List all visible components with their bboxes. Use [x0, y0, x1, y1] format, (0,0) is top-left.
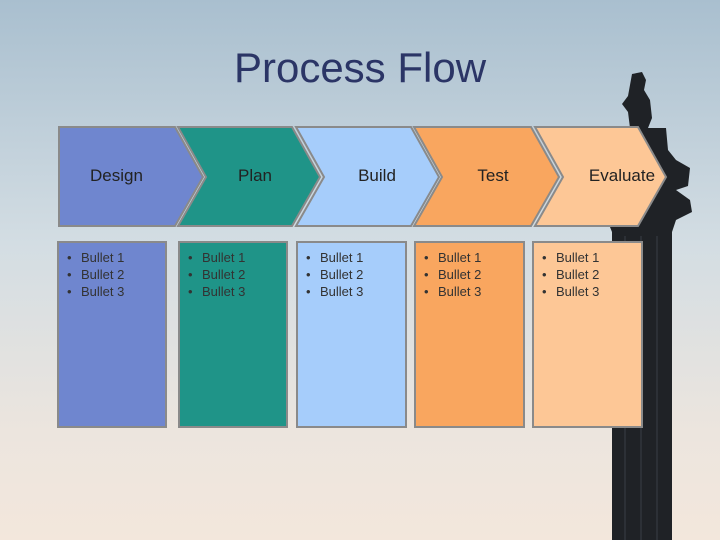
- step-label-test: Test: [477, 166, 509, 185]
- list-item: •Bullet 2: [306, 267, 364, 282]
- list-item: •Bullet 3: [306, 284, 364, 299]
- step-box-plan: •Bullet 1 •Bullet 2 •Bullet 3: [178, 241, 288, 428]
- slide-title: Process Flow: [233, 44, 487, 91]
- list-item: •Bullet 1: [306, 250, 364, 265]
- list-item: •Bullet 3: [188, 284, 246, 299]
- list-item: •Bullet 1: [542, 250, 600, 265]
- step-box-build: •Bullet 1 •Bullet 2 •Bullet 3: [296, 241, 407, 428]
- list-item: •Bullet 2: [67, 267, 125, 282]
- chevron-build: [294, 126, 441, 227]
- list-item: •Bullet 2: [188, 267, 246, 282]
- list-item: •Bullet 2: [542, 267, 600, 282]
- list-item: •Bullet 2: [424, 267, 482, 282]
- step-box-evaluate: •Bullet 1 •Bullet 2 •Bullet 3: [532, 241, 643, 428]
- list-item: •Bullet 1: [188, 250, 246, 265]
- step-box-test: •Bullet 1 •Bullet 2 •Bullet 3: [414, 241, 525, 428]
- step-label-plan: Plan: [237, 166, 273, 185]
- chevron-test: [412, 126, 561, 227]
- step-label-design: Design: [90, 166, 143, 185]
- chevron-plan: [176, 126, 322, 227]
- list-item: •Bullet 1: [67, 250, 125, 265]
- list-item: •Bullet 3: [67, 284, 125, 299]
- chevron-design: [58, 126, 205, 227]
- list-item: •Bullet 3: [424, 284, 482, 299]
- step-label-evaluate: Evaluate: [588, 166, 656, 185]
- list-item: •Bullet 1: [424, 250, 482, 265]
- chevron-evaluate: [533, 126, 668, 227]
- step-box-design: •Bullet 1 •Bullet 2 •Bullet 3: [57, 241, 167, 428]
- list-item: •Bullet 3: [542, 284, 600, 299]
- step-label-build: Build: [358, 166, 396, 185]
